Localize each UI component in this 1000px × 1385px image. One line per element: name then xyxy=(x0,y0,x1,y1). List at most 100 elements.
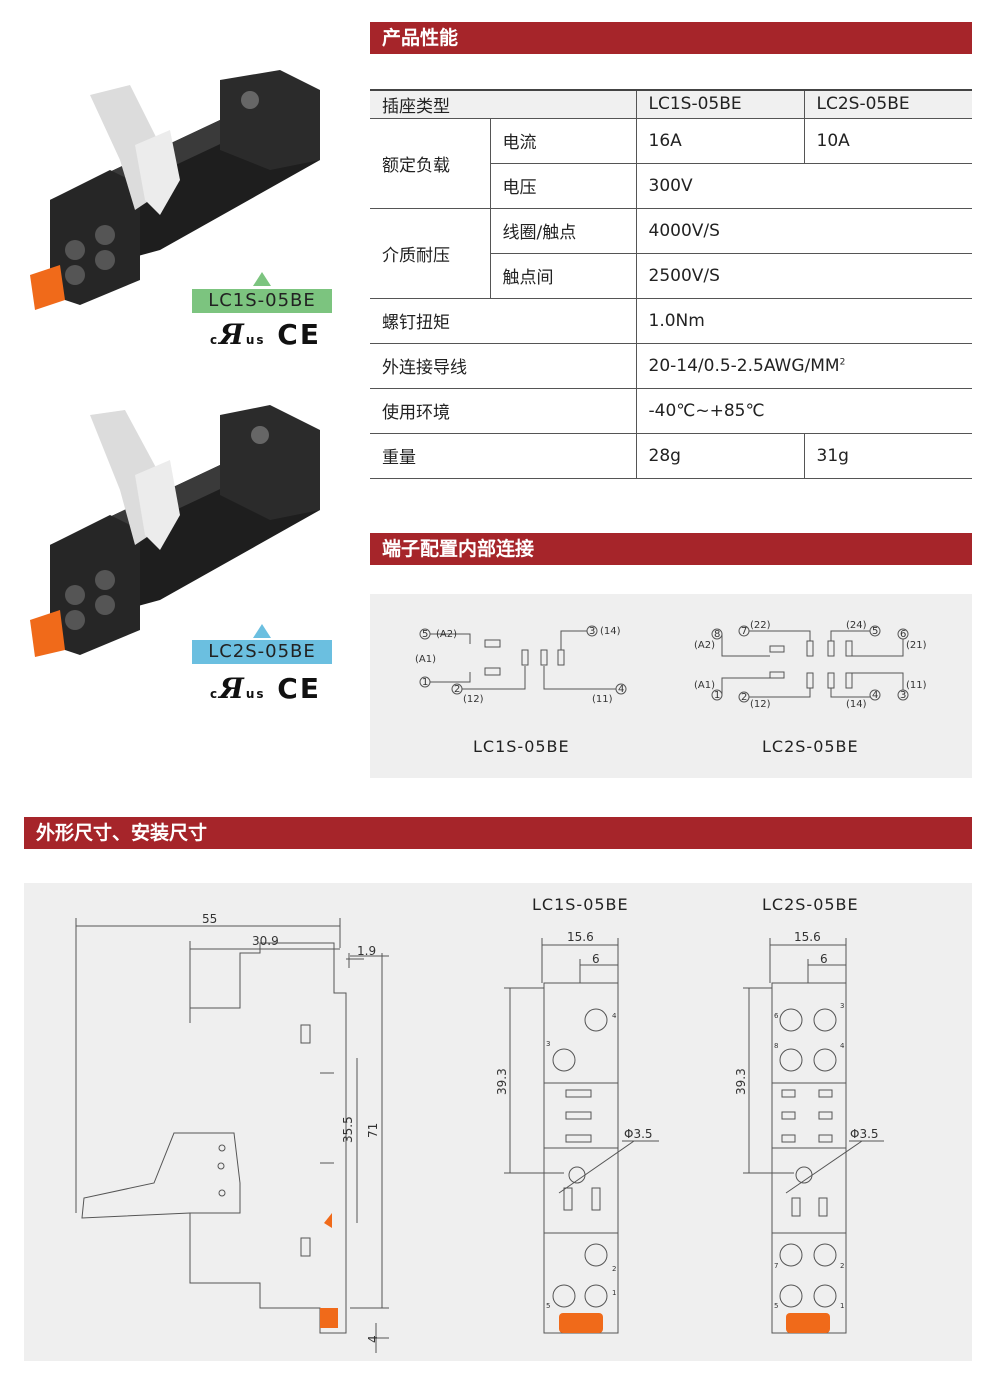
model-tag-lc2s: LC2S-05BE xyxy=(192,640,332,664)
svg-text:55: 55 xyxy=(202,912,217,926)
svg-text:15.6: 15.6 xyxy=(794,930,821,944)
table-cell: 2500V/S xyxy=(635,253,972,299)
svg-text:6: 6 xyxy=(592,952,600,966)
svg-text:4: 4 xyxy=(612,1012,617,1020)
table-cell: 20-14/0.5-2.5AWG/MM2 xyxy=(635,343,972,389)
svg-text:(11): (11) xyxy=(592,694,613,705)
svg-text:2: 2 xyxy=(454,684,460,695)
svg-text:8: 8 xyxy=(774,1042,778,1050)
section-title-performance: 产品性能 xyxy=(370,22,972,54)
table-cell: 31g xyxy=(803,433,972,479)
table-cell: LC2S-05BE xyxy=(803,89,972,119)
svg-text:5: 5 xyxy=(422,629,428,640)
section-title-wiring: 端子配置内部连接 xyxy=(370,533,972,565)
svg-text:39.3: 39.3 xyxy=(734,1068,748,1095)
svg-text:(21): (21) xyxy=(906,640,927,651)
table-cell: LC1S-05BE xyxy=(635,89,804,119)
triangle-marker-icon xyxy=(253,272,271,286)
top-view-lc1s: 15.6 6 39.3 Φ3.5 4 3 2 1 5 xyxy=(495,930,659,1334)
svg-text:4: 4 xyxy=(366,1335,380,1343)
svg-text:1: 1 xyxy=(422,677,428,688)
svg-text:1: 1 xyxy=(840,1302,844,1310)
wiring-diagram-lc2s: 8(A2) 7(22) 5(24) 6(21) 1(A1) 2(12) 4(14… xyxy=(694,620,927,710)
section-title-dimensions: 外形尺寸、安装尺寸 xyxy=(24,817,972,849)
svg-text:4: 4 xyxy=(618,684,624,695)
svg-text:7: 7 xyxy=(774,1262,778,1270)
svg-text:(24): (24) xyxy=(846,620,867,631)
svg-text:(A2): (A2) xyxy=(694,640,715,651)
table-row: 介质耐压 线圈/触点 4000V/S xyxy=(370,208,972,299)
table-cell: 额定负载 xyxy=(370,118,490,209)
svg-text:3: 3 xyxy=(900,690,906,701)
table-row: 额定负载 电流 16A 10A xyxy=(370,118,972,209)
table-cell: 300V xyxy=(635,163,972,209)
svg-text:Φ3.5: Φ3.5 xyxy=(850,1127,879,1141)
svg-text:71: 71 xyxy=(366,1123,380,1138)
svg-text:Φ3.5: Φ3.5 xyxy=(624,1127,653,1141)
svg-text:2: 2 xyxy=(840,1262,844,1270)
svg-text:39.3: 39.3 xyxy=(495,1068,509,1095)
svg-text:3: 3 xyxy=(546,1040,550,1048)
table-row: 触点间 2500V/S xyxy=(370,253,972,299)
svg-text:3: 3 xyxy=(589,626,595,637)
table-cell: 电流 xyxy=(489,118,636,164)
triangle-marker-icon xyxy=(253,624,271,638)
table-cell: 外连接导线 xyxy=(370,343,636,389)
table-row: 插座类型 LC1S-05BE LC2S-05BE xyxy=(370,89,972,119)
svg-text:(12): (12) xyxy=(463,694,484,705)
product-image-lc2s xyxy=(30,405,320,657)
table-cell: 线圈/触点 xyxy=(489,208,636,254)
table-row: 螺钉扭矩 1.0Nm xyxy=(370,298,972,344)
svg-text:8: 8 xyxy=(714,629,720,640)
table-row: 外连接导线 20-14/0.5-2.5AWG/MM2 xyxy=(370,343,972,389)
table-cell: 螺钉扭矩 xyxy=(370,298,636,344)
wiring-diagram-lc1s: 5 (A2) (A1) 1 2(12) 3 (14) 4 (11) xyxy=(415,625,627,705)
svg-text:(14): (14) xyxy=(600,626,621,637)
svg-text:2: 2 xyxy=(741,692,747,703)
svg-text:15.6: 15.6 xyxy=(567,930,594,944)
ul-ce-cert-icon: cЯus CE xyxy=(210,318,321,351)
wiring-caption-lc2s: LC2S-05BE xyxy=(762,737,859,756)
ul-ce-cert-icon: cЯus CE xyxy=(210,672,321,705)
table-row: 重量 28g 31g xyxy=(370,433,972,479)
svg-text:(A1): (A1) xyxy=(415,654,436,665)
product-image-lc1s xyxy=(30,70,320,310)
svg-text:4: 4 xyxy=(840,1042,845,1050)
svg-text:(A1): (A1) xyxy=(694,680,715,691)
table-cell: 重量 xyxy=(370,433,636,479)
table-cell: 16A xyxy=(635,118,804,164)
table-cell: 触点间 xyxy=(489,253,636,299)
table-cell: -40℃~+85℃ xyxy=(635,388,972,434)
svg-text:35.5: 35.5 xyxy=(341,1116,355,1143)
svg-text:30.9: 30.9 xyxy=(252,934,279,948)
dimensions-panel: 55 30.9 1.9 71 35.5 4 LC1S-05BE 15.6 6 3… xyxy=(24,883,972,1361)
table-row: 电压 300V xyxy=(370,163,972,209)
table-cell: 使用环境 xyxy=(370,388,636,434)
svg-text:2: 2 xyxy=(612,1265,616,1273)
table-cell: 28g xyxy=(635,433,804,479)
table-cell: 电压 xyxy=(489,163,636,209)
svg-text:4: 4 xyxy=(872,690,878,701)
svg-text:1: 1 xyxy=(714,690,720,701)
table-cell: 插座类型 xyxy=(370,89,636,119)
svg-text:1: 1 xyxy=(612,1289,616,1297)
svg-text:(22): (22) xyxy=(750,620,771,631)
dim-caption-lc1s: LC1S-05BE xyxy=(532,895,629,914)
svg-text:1.9: 1.9 xyxy=(357,944,376,958)
svg-text:(11): (11) xyxy=(906,680,927,691)
svg-text:5: 5 xyxy=(546,1302,550,1310)
model-tag-lc1s: LC1S-05BE xyxy=(192,289,332,313)
svg-text:5: 5 xyxy=(774,1302,778,1310)
svg-text:6: 6 xyxy=(900,629,906,640)
svg-text:5: 5 xyxy=(872,626,878,637)
dim-caption-lc2s: LC2S-05BE xyxy=(762,895,859,914)
svg-text:7: 7 xyxy=(741,626,747,637)
svg-text:(A2): (A2) xyxy=(436,629,457,640)
wiring-caption-lc1s: LC1S-05BE xyxy=(473,737,570,756)
svg-text:(12): (12) xyxy=(750,699,771,710)
svg-text:3: 3 xyxy=(840,1002,844,1010)
wiring-panel: 5(A2) (A1)1 2(12) 3(14) 4(11) LC1S-05BE … xyxy=(370,594,972,778)
table-cell: 介质耐压 xyxy=(370,208,490,299)
table-cell: 1.0Nm xyxy=(635,298,972,344)
table-cell: 10A xyxy=(803,118,972,164)
